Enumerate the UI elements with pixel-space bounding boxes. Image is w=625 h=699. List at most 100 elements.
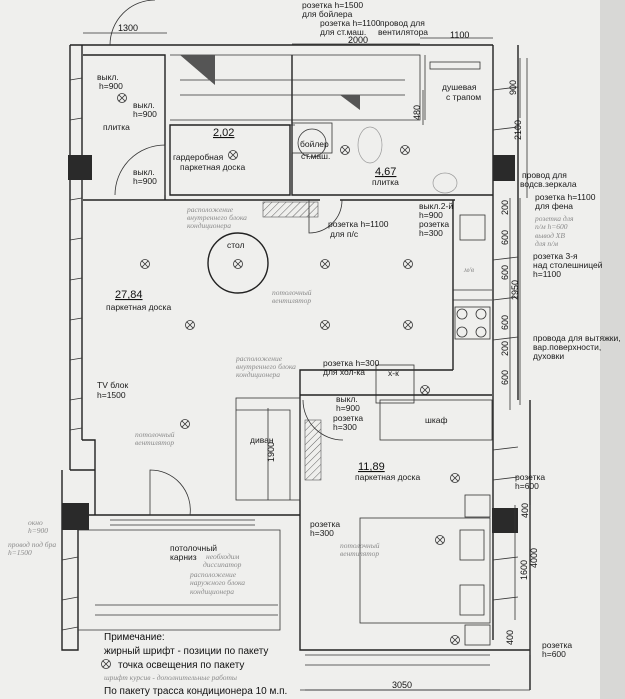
shower-label: душевая: [442, 82, 477, 92]
light-point-icon: [320, 320, 330, 330]
wardrobe-closet: [379, 399, 493, 441]
light-points: [117, 93, 460, 645]
bed: [359, 517, 491, 624]
label: вентилятор: [272, 296, 311, 305]
label: h=900: [99, 81, 123, 91]
light-point-icon: [180, 419, 190, 429]
dim-900: 900: [508, 80, 518, 95]
label: выкл.2-й: [419, 201, 453, 211]
label: розетка h=1100: [328, 219, 389, 229]
vent-shaft-fill: [180, 55, 215, 85]
light-point-icon: [400, 145, 410, 155]
label: кондиционера: [187, 221, 231, 230]
label: розетка: [333, 413, 363, 423]
label: водсв.зеркала: [520, 179, 577, 189]
label: кондиционера: [190, 587, 234, 596]
label: для п/м: [535, 239, 558, 248]
label: для хол-ка: [323, 367, 365, 377]
label: духовки: [533, 351, 564, 361]
sofa-label: диван: [250, 435, 274, 445]
label: потолочный: [340, 541, 380, 550]
note-italic: шрифт курсив - дополнительные работы: [104, 673, 237, 682]
closet-label: шкаф: [425, 415, 447, 425]
notes-title: Примечание:: [104, 632, 165, 643]
ac-indoor-hatch: [304, 419, 322, 481]
dim-200: 200: [500, 200, 510, 215]
shower-label-2: с трапом: [446, 92, 481, 102]
label: розетка h=300: [323, 358, 380, 368]
label: h=900: [336, 403, 360, 413]
structural-columns: [62, 155, 518, 533]
label: потолочный: [272, 288, 312, 297]
fridge: [375, 364, 415, 404]
dim-2950: 2950: [510, 280, 520, 300]
bath-area: 4,67: [375, 166, 396, 178]
label: для фена: [535, 201, 573, 211]
dim-480: 480: [412, 105, 422, 120]
label: потолочный: [170, 543, 217, 553]
note-ac: По пакету трасса кондиционера 10 м.п.: [104, 686, 287, 697]
boiler-box: [291, 122, 333, 154]
label: розетка: [515, 472, 545, 482]
electrical-labels: розетка h=1500 для бойлера розетка h=110…: [97, 0, 621, 659]
wardrobe-floor: паркетная доска: [180, 162, 245, 172]
light-point-icon: [228, 150, 238, 160]
label: выкл.: [97, 72, 119, 82]
dimension-lines: 1300 2000 1100 900 2100 480 200 600 600 …: [83, 23, 539, 691]
label: розетка h=1500: [302, 0, 363, 10]
label: расположение: [235, 354, 283, 363]
label: выкл.: [133, 167, 155, 177]
label: п/м h=600: [535, 222, 568, 231]
label: над столешницей: [533, 260, 603, 270]
dim-1300: 1300: [118, 23, 138, 33]
column: [62, 503, 89, 530]
label: TV блок: [97, 380, 128, 390]
label: для п/с: [330, 229, 359, 239]
dim-2100: 2100: [513, 120, 523, 140]
microwave: [459, 214, 486, 241]
light-point-icon: [117, 93, 127, 103]
note-bold: жирный шрифт - позиции по пакету: [104, 645, 268, 657]
light-point-icon: [101, 659, 111, 669]
toilet: [357, 126, 383, 164]
label: для бойлера: [302, 9, 353, 19]
label: h=900: [133, 176, 157, 186]
label: h=300: [310, 528, 334, 538]
wardrobe-name: гардеробная: [173, 152, 224, 162]
label: карниз: [170, 552, 197, 562]
label: вентилятор: [135, 438, 174, 447]
light-point-icon: [140, 259, 150, 269]
living-area: 27,84: [115, 289, 143, 301]
label: необходим: [206, 552, 240, 561]
sink: [432, 172, 458, 194]
label: h=600: [515, 481, 539, 491]
label: провод под бра: [8, 540, 56, 549]
bedroom-floor: паркетная доска: [355, 472, 420, 482]
dim-400: 400: [505, 630, 515, 645]
bedroom-area: 11,89: [358, 461, 385, 473]
label: h=900: [419, 210, 443, 220]
note-light: точка освещения по пакету: [118, 660, 244, 671]
label: h=1500: [8, 548, 32, 557]
light-point-icon: [435, 535, 445, 545]
dim-400: 400: [520, 503, 530, 518]
dim-4000: 4000: [529, 548, 539, 568]
label: внутреннего блока: [187, 213, 247, 222]
label: внутреннего блока: [236, 362, 296, 371]
label: выкл.: [133, 100, 155, 110]
label: h=600: [542, 649, 566, 659]
label: наружного блока: [190, 578, 245, 587]
label: розетка: [542, 640, 572, 650]
label: вентилятор: [340, 549, 379, 558]
label: розетка для: [534, 214, 574, 223]
label: h=1100: [533, 269, 561, 279]
light-point-icon: [420, 385, 430, 395]
label: розетка h=1100: [320, 18, 381, 28]
light-point-icon: [320, 259, 330, 269]
dim-1900: 1900: [266, 442, 276, 462]
light-point-icon: [185, 320, 195, 330]
room-labels: плитка 2,02 гардеробная паркетная доска …: [103, 82, 481, 482]
dim-3050: 3050: [392, 680, 412, 690]
label: h=300: [333, 422, 357, 432]
table-label: стол: [227, 240, 245, 250]
